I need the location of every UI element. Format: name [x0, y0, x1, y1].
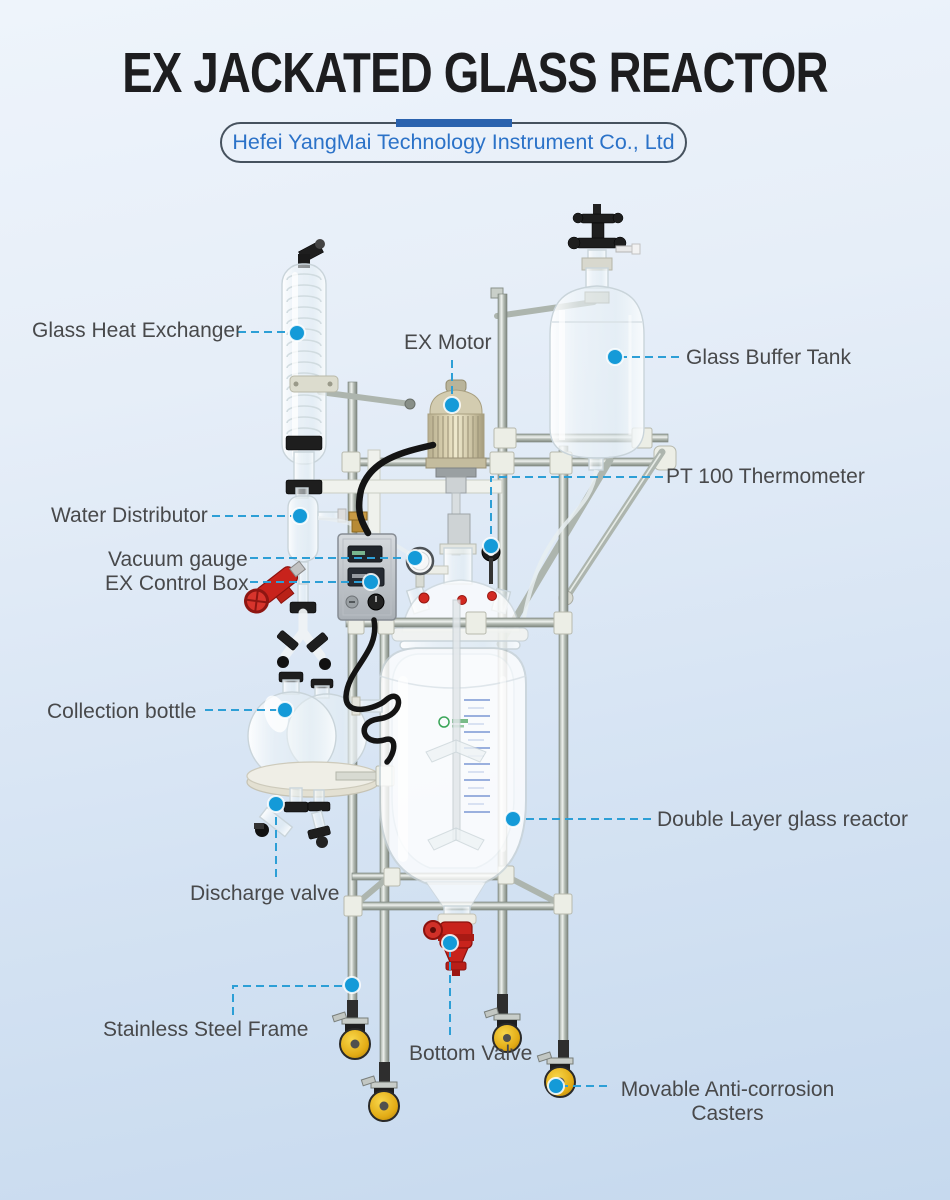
callout-dot-pt100-thermometer [482, 537, 500, 555]
callout-dot-ex-control-box [362, 573, 380, 591]
label-double-layer-glass-reactor: Double Layer glass reactor [657, 808, 908, 831]
discharge-valve-graphic [254, 787, 331, 848]
caster-front-left [360, 1062, 400, 1122]
label-ex-motor: EX Motor [404, 331, 492, 354]
caster-back-left [331, 1000, 371, 1060]
label-glass-buffer-tank: Glass Buffer Tank [686, 346, 851, 369]
company-pill: Hefei YangMai Technology Instrument Co.,… [220, 119, 687, 163]
double-layer-glass-reactor-graphic [345, 513, 573, 976]
label-glass-heat-exchanger: Glass Heat Exchanger [32, 319, 243, 342]
callout-dot-water-distributor [291, 507, 309, 525]
label-water-distributor: Water Distributor [51, 504, 208, 527]
motor-cable [343, 441, 437, 765]
callout-leaders [205, 324, 679, 1095]
leader-pt100-thermometer [490, 476, 663, 538]
company-name: Hefei YangMai Technology Instrument Co.,… [232, 130, 675, 154]
callout-dot-discharge-valve [267, 795, 285, 813]
leader-stainless-steel-frame [232, 985, 344, 1015]
callout-dot-movable-casters [547, 1077, 565, 1095]
callout-dot-vacuum-gauge [406, 549, 424, 567]
pressure-relief-valve-graphic [244, 560, 306, 614]
label-stainless-steel-frame: Stainless Steel Frame [103, 1018, 309, 1041]
glass-buffer-tank-graphic [522, 204, 645, 619]
caster-back-right [483, 994, 522, 1053]
label-bottom-valve: Bottom Valve [409, 1042, 533, 1065]
label-vacuum-gauge: Vacuum gauge [108, 548, 248, 571]
label-pt100-thermometer: PT 100 Thermometer [666, 465, 865, 488]
callout-dot-double-layer-glass-reactor [504, 810, 522, 828]
callout-dot-ex-motor [443, 396, 461, 414]
page-title: EX JACKATED GLASS REACTOR [122, 41, 828, 105]
label-discharge-valve: Discharge valve [190, 882, 340, 905]
callout-dot-glass-heat-exchanger [288, 324, 306, 342]
label-collection-bottle: Collection bottle [47, 700, 197, 723]
collection-bottle-graphic [246, 671, 395, 798]
callout-dot-bottom-valve [441, 934, 459, 952]
label-ex-control-box: EX Control Box [105, 572, 249, 595]
label-movable-casters: Movable Anti-corrosion Casters [620, 1078, 835, 1125]
callout-dot-stainless-steel-frame [343, 976, 361, 994]
callout-dot-glass-buffer-tank [606, 348, 624, 366]
pill-accent-bar [395, 119, 512, 127]
glass-heat-exchanger-graphic [281, 239, 339, 495]
callout-dot-collection-bottle [276, 701, 294, 719]
glass-fitting-cascade [276, 583, 331, 670]
